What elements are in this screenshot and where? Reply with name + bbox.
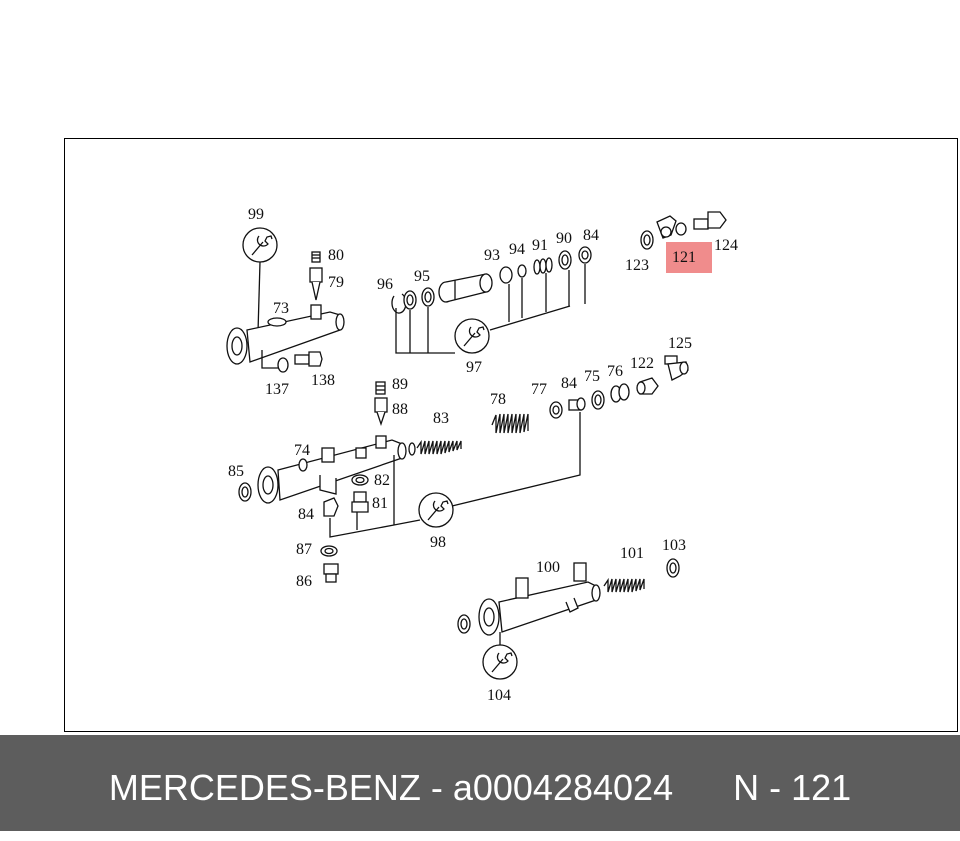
part-122 (636, 377, 659, 395)
label-98: 98 (430, 534, 446, 551)
label-84-middle: 84 (561, 375, 577, 392)
part-90 (558, 250, 572, 270)
part-124 (693, 211, 727, 230)
label-80: 80 (328, 247, 344, 264)
label-123: 123 (625, 257, 649, 274)
label-99: 99 (248, 206, 264, 223)
label-88: 88 (392, 401, 408, 418)
label-100: 100 (536, 559, 560, 576)
part-101-spring (603, 577, 645, 593)
part-123 (640, 230, 654, 250)
label-87: 87 (296, 541, 312, 558)
label-82: 82 (374, 472, 390, 489)
part-87 (320, 545, 338, 557)
label-81: 81 (372, 495, 388, 512)
part-103 (666, 558, 680, 578)
label-85: 85 (228, 463, 244, 480)
label-78: 78 (490, 391, 506, 408)
label-84-top: 84 (583, 227, 599, 244)
wrench-symbol-104 (482, 644, 518, 680)
wrench-symbol-98 (418, 492, 454, 528)
label-94: 94 (509, 241, 525, 258)
label-74: 74 (294, 442, 310, 459)
part-83-spring (408, 439, 462, 456)
label-104: 104 (487, 687, 511, 704)
label-76: 76 (607, 363, 623, 380)
footer-caption: MERCEDES-BENZ - a0004284024 N - 121 (108, 767, 852, 808)
label-121: 121 (672, 249, 696, 266)
label-96: 96 (377, 276, 393, 293)
part-81 (351, 491, 369, 513)
label-125: 125 (668, 335, 692, 352)
part-86 (323, 563, 339, 583)
part-95 (403, 287, 435, 310)
part-121 (656, 215, 687, 239)
label-138: 138 (311, 372, 335, 389)
label-97: 97 (466, 359, 482, 376)
wrench-symbol-99 (242, 227, 278, 263)
part-80 (311, 251, 321, 263)
part-73-cylinder (226, 304, 345, 365)
part-75 (591, 390, 605, 410)
label-137: 137 (265, 381, 289, 398)
label-77: 77 (531, 381, 547, 398)
label-73: 73 (273, 300, 289, 317)
footer-bar: MERCEDES-BENZ - a0004284024 N - 121 (0, 735, 960, 831)
part-82 (351, 474, 369, 486)
part-79 (309, 267, 323, 301)
part-137 (277, 357, 289, 373)
diagram-frame (64, 138, 958, 732)
label-103: 103 (662, 537, 686, 554)
part-138 (294, 351, 323, 367)
highlight-box-121 (666, 242, 712, 273)
part-85 (238, 482, 252, 502)
part-100-cylinder (457, 562, 601, 636)
part-74-cylinder (257, 435, 407, 504)
label-122: 122 (630, 355, 654, 372)
label-89: 89 (392, 376, 408, 393)
part-84-top (578, 246, 592, 264)
label-95: 95 (414, 268, 430, 285)
label-93: 93 (484, 247, 500, 264)
part-91 (533, 257, 553, 275)
label-124: 124 (714, 237, 738, 254)
label-90: 90 (556, 230, 572, 247)
label-101: 101 (620, 545, 644, 562)
label-84-lower: 84 (298, 506, 314, 523)
label-79: 79 (328, 274, 344, 291)
part-84-lower (323, 497, 339, 517)
label-91: 91 (532, 237, 548, 254)
part-84-middle (568, 397, 586, 411)
part-125 (664, 355, 689, 381)
part-77 (549, 401, 563, 419)
label-75: 75 (584, 368, 600, 385)
part-89 (375, 381, 386, 395)
part-78-spring (491, 413, 529, 434)
label-83: 83 (433, 410, 449, 427)
wrench-symbol-97 (454, 318, 490, 354)
part-94 (499, 264, 527, 284)
part-88 (374, 397, 388, 427)
label-86: 86 (296, 573, 312, 590)
parts-diagram: 99 80 79 73 137 138 96 95 93 (226, 206, 738, 704)
part-93-piston (438, 273, 493, 303)
part-76 (610, 383, 630, 403)
